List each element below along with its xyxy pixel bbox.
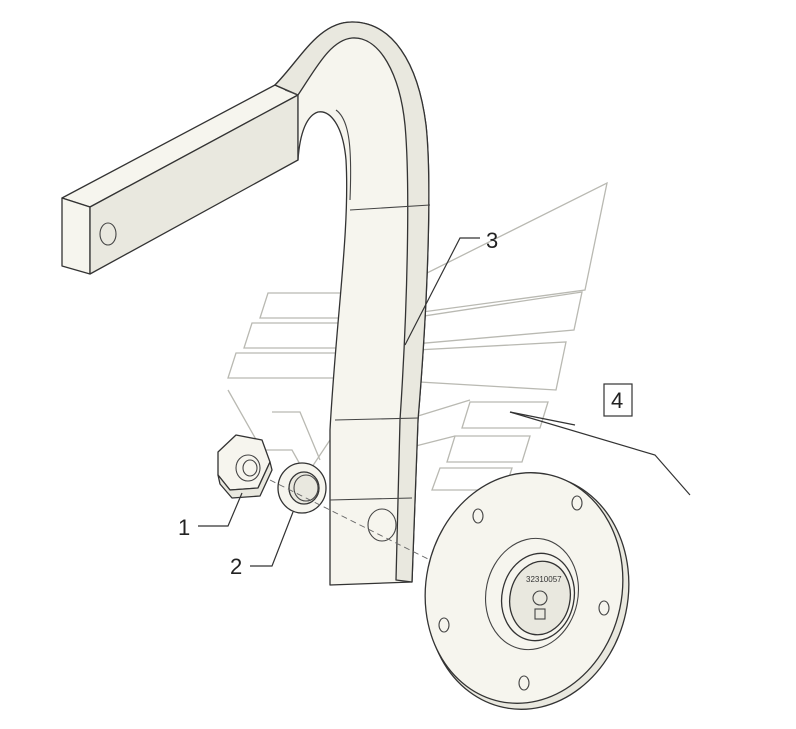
callout-4: 4 — [611, 388, 623, 413]
washer — [277, 462, 327, 514]
hub-marking-box — [534, 608, 546, 620]
bolt-hole — [518, 675, 530, 691]
callout-3: 3 — [486, 228, 498, 253]
leader-line-2 — [250, 511, 294, 567]
bolt-hole — [438, 617, 450, 633]
hub-logo-icon — [532, 590, 548, 606]
leader-line-1 — [198, 492, 243, 527]
callout-1: 1 — [178, 515, 190, 540]
watermark-logo — [227, 181, 608, 501]
arm-mount-hole — [99, 222, 117, 246]
bracket-hub-hole — [367, 508, 397, 542]
leader-line-4 — [509, 411, 691, 496]
hub-cap-text: 32310057 — [526, 575, 562, 584]
bracket-arm — [61, 21, 431, 586]
leader-line-3 — [404, 237, 480, 346]
bolt-hole — [571, 495, 583, 511]
hex-nut — [217, 434, 273, 499]
hub-flange: 32310057 — [424, 472, 630, 710]
bolt-hole — [472, 508, 484, 524]
bolt-hole — [598, 600, 610, 616]
leader-line-4b — [509, 411, 576, 426]
callout-2: 2 — [230, 554, 242, 579]
callout-4-box — [603, 383, 633, 417]
